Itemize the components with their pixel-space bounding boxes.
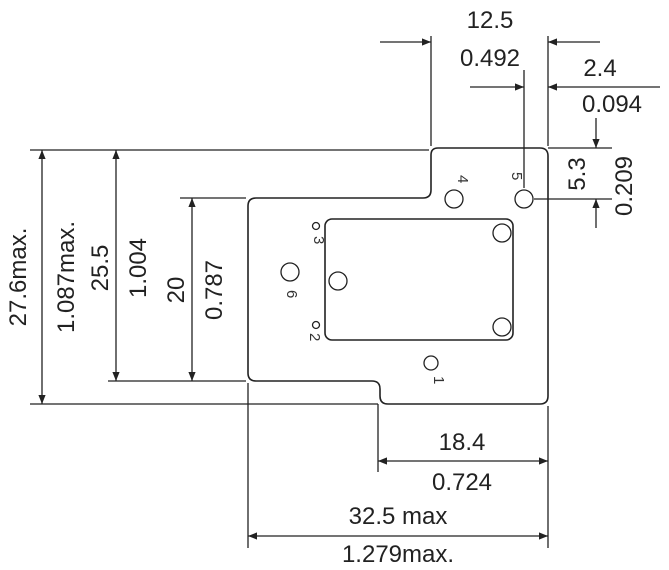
dim-height-max-in: 1.087max. <box>53 221 80 333</box>
dim-total-width-mm: 32.5 max <box>349 503 448 530</box>
dim-inner-height-in: 0.787 <box>201 260 228 320</box>
pin-hole-inner-bottom <box>492 317 512 337</box>
pin-hole-4 <box>444 189 464 209</box>
dim-bottom-width-mm: 18.4 <box>439 429 486 456</box>
pin-hole-2 <box>311 320 321 330</box>
pin-label-2: 2 <box>306 333 323 341</box>
pin-label-5: 5 <box>508 172 525 180</box>
pin-label-1: 1 <box>430 376 447 384</box>
inner-window <box>324 218 514 341</box>
dim-offset-mm: 2.4 <box>583 55 616 82</box>
pin-hole-5 <box>514 189 534 209</box>
dim-pin-offset-mm: 5.3 <box>564 157 591 190</box>
pin-hole-center <box>328 271 348 291</box>
dim-top-width-in: 0.492 <box>460 45 520 72</box>
component-outline <box>247 147 549 405</box>
pin-label-3: 3 <box>310 236 327 244</box>
dim-height-mm: 25.5 <box>87 245 114 292</box>
dim-top-width-mm: 12.5 <box>467 7 514 34</box>
pin-hole-1 <box>423 355 439 371</box>
pin-hole-3 <box>311 221 321 231</box>
pin-label-4: 4 <box>454 175 471 183</box>
pin-hole-inner-top <box>492 223 512 243</box>
dim-height-max-mm: 27.6max. <box>5 228 32 327</box>
pin-label-6: 6 <box>283 290 300 298</box>
dim-bottom-width-in: 0.724 <box>432 469 492 496</box>
dim-total-width-in: 1.279max. <box>342 541 454 568</box>
dim-offset-in: 0.094 <box>582 91 642 118</box>
dim-inner-height-mm: 20 <box>163 277 190 304</box>
dim-pin-offset-in: 0.209 <box>611 156 638 216</box>
dim-height-in: 1.004 <box>125 238 152 298</box>
pin-hole-6 <box>280 262 300 282</box>
